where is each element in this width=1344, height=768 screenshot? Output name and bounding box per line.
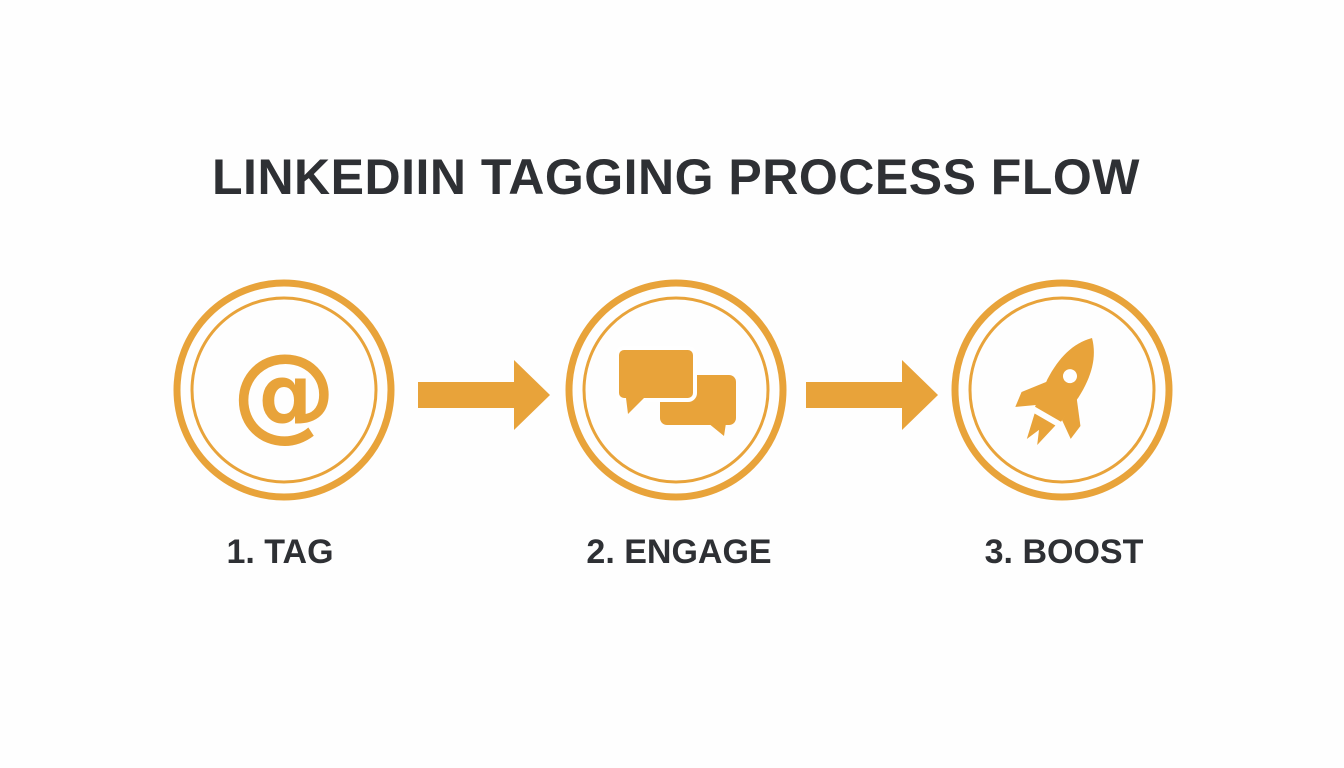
page-title: LINKEDIIN TAGGING PROCESS FLOW <box>212 149 1140 205</box>
chat-bubbles-icon <box>615 346 736 436</box>
step-2-circle <box>565 279 787 501</box>
step-3-circle <box>951 279 1173 501</box>
step-2-label: 2. ENGAGE <box>586 533 772 571</box>
step-3-label: 3. BOOST <box>984 533 1144 571</box>
step-1-label: 1. TAG <box>226 533 334 571</box>
arrow-1-icon <box>418 360 550 430</box>
arrow-2-icon <box>806 360 938 430</box>
rocket-icon <box>1015 338 1094 445</box>
step-1-circle: @ <box>173 279 395 501</box>
at-sign-icon: @ <box>232 331 336 453</box>
svg-text:@: @ <box>232 331 336 453</box>
